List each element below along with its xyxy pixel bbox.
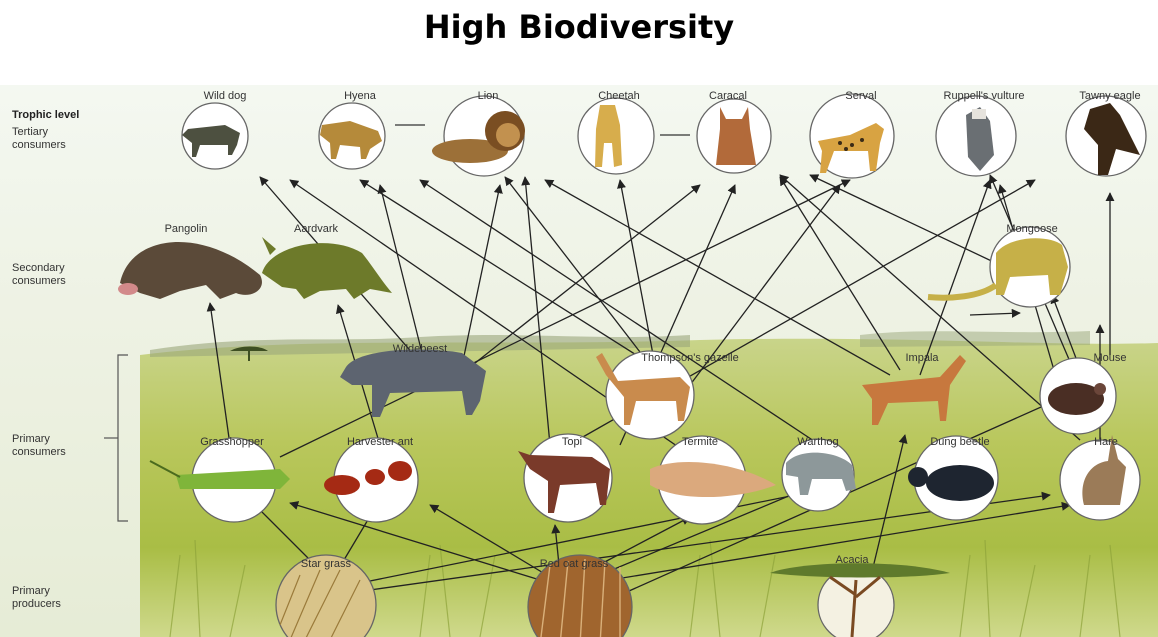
label-impala: Impala — [905, 352, 939, 364]
label-wild-dog: Wild dog — [204, 90, 247, 102]
label-topi: Topi — [562, 436, 582, 448]
food-web-svg: Wild dog Hyena Lion Cheetah Caracal Serv… — [0, 85, 1158, 637]
label-warthog: Warthog — [797, 436, 838, 448]
tertiary-consumers-label: Tertiary consumers — [12, 126, 82, 152]
label-star-grass: Star grass — [301, 558, 352, 570]
label-wildebeest: Wildebeest — [393, 343, 447, 355]
label-thompsons-gazelle: Thompson's gazelle — [641, 352, 739, 364]
acacia-circle — [818, 567, 894, 637]
label-red-oat-grass: Red oat grass — [540, 558, 609, 570]
secondary-consumers-label: Secondary consumers — [12, 262, 92, 288]
label-termite: Termite — [682, 436, 718, 448]
label-lion: Lion — [478, 90, 499, 102]
label-ruppells-vulture: Ruppell's vulture — [944, 90, 1025, 102]
label-hyena: Hyena — [344, 90, 377, 102]
primary-consumers-label: Primary consumers — [12, 433, 82, 459]
label-cheetah: Cheetah — [598, 90, 640, 102]
label-mongoose: Mongoose — [1006, 223, 1057, 235]
label-acacia: Acacia — [835, 554, 869, 566]
food-web-diagram: Wild dog Hyena Lion Cheetah Caracal Serv… — [0, 85, 1158, 637]
label-serval: Serval — [845, 90, 876, 102]
primary-producers-label: Primary producers — [12, 585, 82, 611]
label-mouse: Mouse — [1093, 352, 1126, 364]
diagram-title: High Biodiversity — [0, 8, 1158, 46]
distant-hills-right — [860, 331, 1090, 347]
label-caracal: Caracal — [709, 90, 747, 102]
label-aardvark: Aardvark — [294, 223, 339, 235]
label-grasshopper: Grasshopper — [200, 436, 264, 448]
label-dung-beetle: Dung beetle — [930, 436, 989, 448]
label-pangolin: Pangolin — [165, 223, 208, 235]
trophic-level-heading: Trophic level — [12, 109, 79, 122]
label-harvester-ant: Harvester ant — [347, 436, 413, 448]
label-hare: Hare — [1094, 436, 1118, 448]
dung-beetle-icon — [926, 465, 994, 501]
label-tawny-eagle: Tawny eagle — [1079, 90, 1140, 102]
